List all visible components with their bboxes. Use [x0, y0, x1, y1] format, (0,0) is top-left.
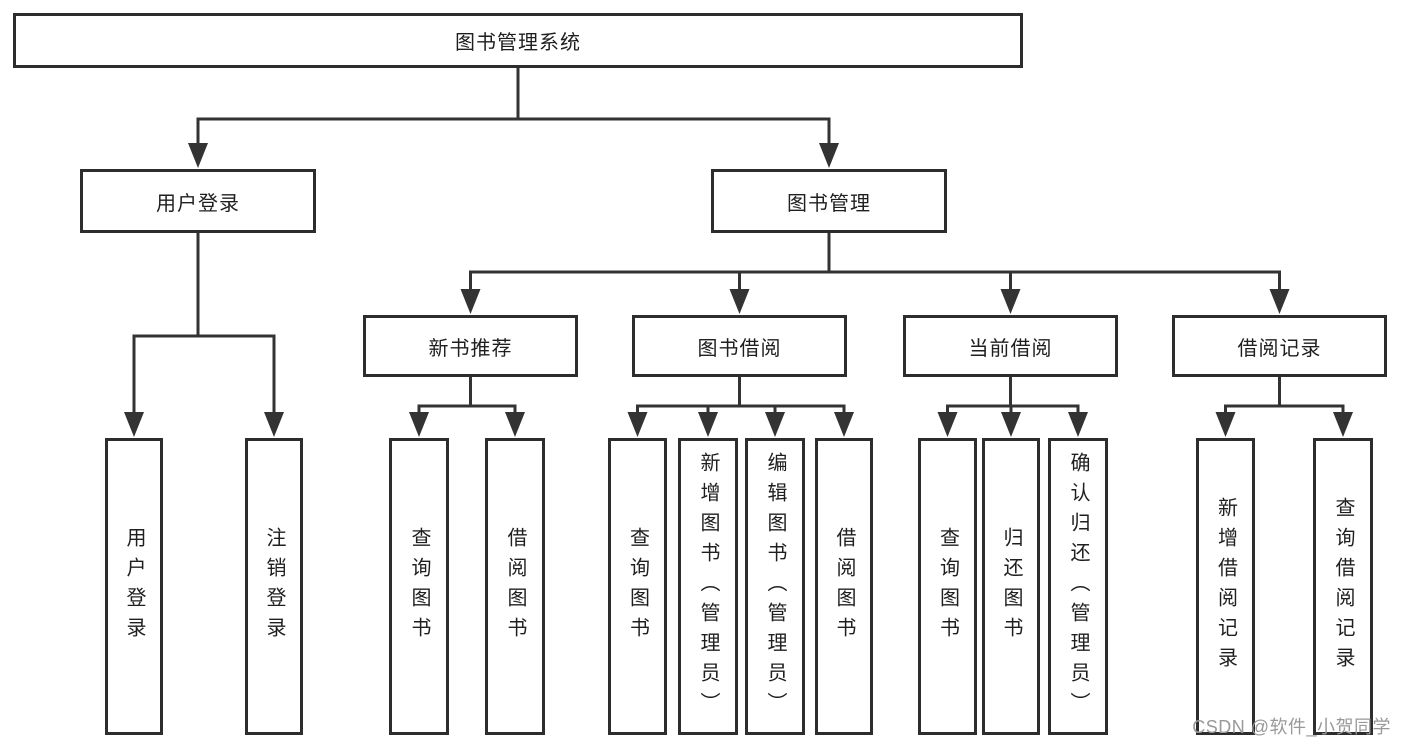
node-label: 查询图书	[936, 526, 959, 647]
arrowhead-icon	[264, 412, 284, 437]
arrowhead-icon	[1068, 412, 1088, 437]
arrowhead-icon	[1269, 289, 1290, 314]
node-label: 查询借阅记录	[1332, 496, 1354, 677]
node-leaf-add-record: 新增借阅记录	[1196, 438, 1255, 735]
node-borrow-record: 借阅记录	[1172, 315, 1387, 377]
node-leaf-query-record: 查询借阅记录	[1313, 438, 1373, 735]
arrowhead-icon	[505, 412, 525, 437]
arrowhead-icon	[627, 412, 648, 437]
arrowhead-icon	[834, 412, 854, 437]
arrowhead-icon	[765, 412, 785, 437]
node-label: 归还图书	[1000, 526, 1022, 647]
node-label: 借阅记录	[1237, 337, 1322, 360]
node-leaf-confirm-return: 确认归还（管理员）	[1048, 438, 1108, 735]
arrowhead-icon	[729, 289, 750, 314]
arrowhead-icon	[188, 143, 208, 168]
arrowhead-icon	[937, 412, 958, 437]
arrowhead-icon	[1001, 412, 1021, 437]
node-root: 图书管理系统	[13, 13, 1023, 68]
node-leaf-query-book-3: 查询图书	[918, 438, 977, 735]
arrowhead-icon	[460, 289, 481, 314]
node-current-borrow: 当前借阅	[903, 315, 1118, 377]
node-label: 新书推荐	[428, 337, 513, 360]
node-leaf-edit-book: 编辑图书（管理员）	[745, 438, 805, 735]
node-book-mgmt: 图书管理	[711, 169, 947, 233]
arrowhead-icon	[124, 412, 144, 437]
node-label: 注销登录	[263, 526, 285, 647]
arrowhead-icon	[1333, 412, 1353, 437]
arrowhead-icon	[698, 412, 718, 437]
node-leaf-logout: 注销登录	[245, 438, 303, 735]
node-label: 借阅图书	[833, 526, 855, 647]
node-label: 查询图书	[408, 526, 430, 647]
node-leaf-query-book-1: 查询图书	[389, 438, 449, 735]
arrowhead-icon	[409, 412, 429, 437]
node-label: 用户登录	[156, 192, 240, 215]
node-leaf-borrow-book-2: 借阅图书	[815, 438, 873, 735]
arrowhead-icon	[1215, 412, 1236, 437]
node-leaf-query-book-2: 查询图书	[608, 438, 667, 735]
watermark: CSDN @软件_小贺同学	[1192, 717, 1391, 737]
node-label: 用户登录	[123, 526, 145, 647]
node-leaf-return-book: 归还图书	[982, 438, 1040, 735]
node-leaf-user-login: 用户登录	[105, 438, 163, 735]
node-label: 新增图书（管理员）	[697, 451, 719, 722]
arrowhead-icon	[819, 143, 839, 168]
node-label: 查询图书	[626, 526, 649, 647]
node-book-borrow: 图书借阅	[632, 315, 847, 377]
node-label: 确认归还（管理员）	[1067, 451, 1089, 722]
node-label: 编辑图书（管理员）	[764, 451, 786, 722]
node-label: 图书管理	[787, 192, 871, 215]
node-label: 图书管理系统	[455, 32, 581, 54]
node-user-login: 用户登录	[80, 169, 316, 233]
node-label: 图书借阅	[697, 337, 782, 360]
arrowhead-icon	[1000, 289, 1021, 314]
node-leaf-add-book: 新增图书（管理员）	[678, 438, 738, 735]
node-leaf-borrow-book-1: 借阅图书	[485, 438, 545, 735]
node-new-book-rec: 新书推荐	[363, 315, 578, 377]
node-label: 当前借阅	[968, 337, 1053, 360]
node-label: 借阅图书	[504, 526, 526, 647]
node-label: 新增借阅记录	[1214, 496, 1237, 677]
